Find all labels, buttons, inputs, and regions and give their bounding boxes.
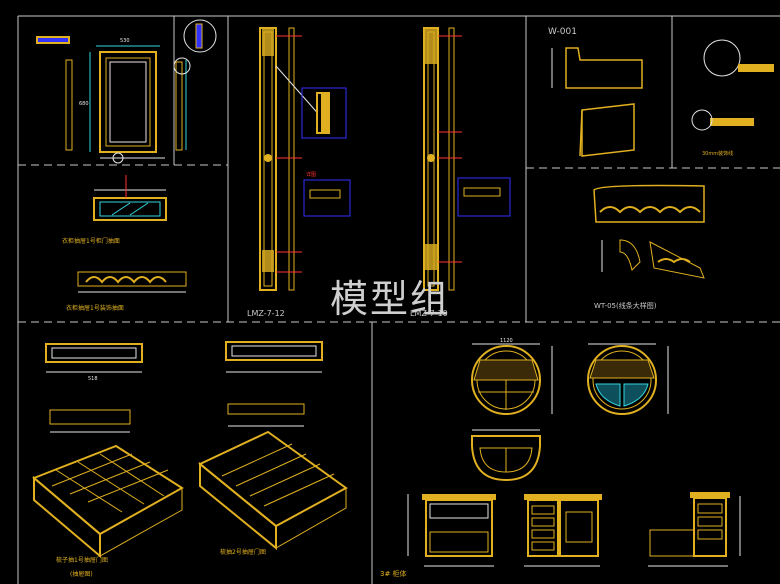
drawer-left-label-2: (抽屉图) (70, 570, 93, 578)
lmz-left-label: LMZ-7-12 (247, 309, 285, 318)
drawer-left-label-1: 梳子抽1号抽屉门图 (56, 556, 108, 564)
frame-lines (17, 15, 780, 584)
circle-width-dim: 1120 (500, 338, 513, 344)
drawer-front-left: 518 (45, 343, 143, 433)
carved-strip (77, 271, 187, 293)
door-panel-frame: 530 680 (79, 38, 165, 164)
door-panel-note: 衣柜抽屉1号柜门抽面 (62, 237, 120, 245)
column-left-detail-box: 详图 (301, 87, 351, 217)
glass-panel (93, 175, 167, 221)
w001-label: W-001 (548, 27, 577, 37)
detail-note: 30mm装饰线 (702, 150, 733, 157)
round-front-right (587, 343, 669, 415)
cabinet-front-3 (648, 492, 741, 567)
column-left (259, 27, 323, 291)
column-right (423, 27, 462, 291)
wt05-molding (593, 184, 705, 279)
lmz-right-label: LMZ-7-10 (410, 309, 448, 318)
svg-text:详图: 详图 (306, 171, 316, 178)
round-front-left (471, 343, 553, 415)
svg-text:518: 518 (88, 376, 98, 382)
side-profile (65, 19, 217, 151)
watermark: 模型组 (330, 277, 451, 321)
drawer-front-right (225, 341, 323, 427)
drawer-box-right (198, 430, 348, 551)
svg-text:530: 530 (120, 38, 130, 44)
cabinet-front-1 (407, 494, 496, 567)
drawer-right-label: 梳抽2号抽屉门图 (220, 548, 266, 556)
half-round-front (471, 429, 541, 482)
column-right-detail-box (457, 177, 511, 217)
w001-profile (551, 47, 643, 157)
svg-text:680: 680 (79, 101, 89, 107)
wt05-label: WT-05(线条大样图) (594, 301, 657, 310)
cabinet-note: 3# 柜体 (380, 569, 407, 578)
glass-panel-note: 衣柜抽屉1号装饰抽面 (66, 304, 124, 312)
carving-strip-small (36, 36, 70, 44)
cabinet-front-2 (524, 494, 602, 567)
w001-detail-right (691, 39, 774, 131)
drawer-box-left (32, 444, 184, 559)
